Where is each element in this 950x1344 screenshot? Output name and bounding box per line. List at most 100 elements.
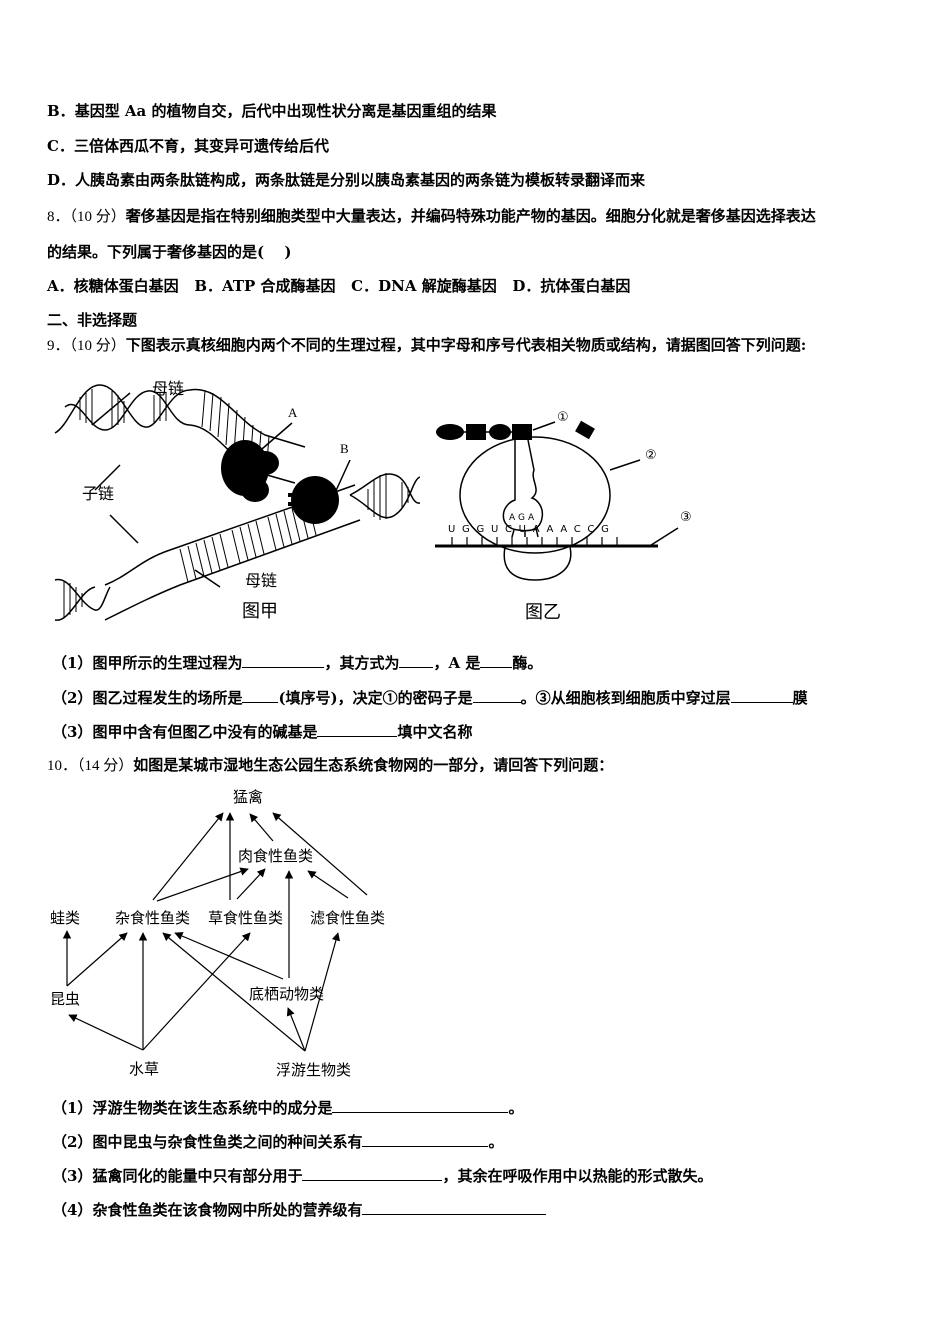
q8-stem-line2: 的结果。下列属于奢侈基因的是( ) — [47, 242, 291, 262]
label-daughter-strand: 子链 — [82, 484, 115, 503]
sub-label: （2） — [52, 1133, 93, 1151]
mrna-base: A — [560, 524, 574, 535]
q7-option-d: D．人胰岛素由两条肽链构成，两条肽链是分别以胰岛素基因的两条链为模板转录翻译而来 — [47, 170, 645, 190]
option-letter: B． — [47, 102, 75, 120]
answer-blank[interactable] — [399, 652, 434, 668]
sub-text: ，其余在呼吸作用中以热能的形式散失。 — [442, 1167, 713, 1185]
enzyme-a-helicase — [221, 440, 279, 502]
figure-jia-dna-replication: 母链 子链 母链 A B 图甲 — [50, 365, 420, 625]
mrna-base: G — [476, 524, 491, 535]
option-text: 基因型 Aa 的植物自交，后代中出现性状分离是基因重组的结果 — [74, 102, 497, 120]
question-score: （14 分） — [77, 758, 134, 774]
answer-blank[interactable] — [242, 687, 279, 703]
q8-options: A．核糖体蛋白基因 B．ATP 合成酶基因 C．DNA 解旋酶基因 D．抗体蛋白… — [47, 276, 630, 296]
sub-text: 猛禽同化的能量中只有部分用于 — [92, 1167, 303, 1185]
node-insect: 昆虫 — [50, 990, 81, 1008]
q8-option-a[interactable]: A．核糖体蛋白基因 — [47, 277, 179, 295]
anticodon-base: A — [509, 513, 518, 523]
option-text: 抗体蛋白基因 — [540, 277, 631, 295]
label-circle-1: ① — [557, 410, 569, 425]
q8-stem-line1: 8．（10 分）奢侈基因是指在特别细胞类型中大量表达，并编码特殊功能产物的基因。… — [47, 206, 816, 227]
answer-blank[interactable] — [472, 687, 521, 703]
option-text: 三倍体西瓜不育，其变异可遗传给后代 — [73, 137, 329, 155]
section-title: 二、非选择题 — [47, 311, 138, 329]
question-stem-cont: 的结果。下列属于奢侈基因的是( ) — [47, 243, 292, 261]
sub-text: 。 — [508, 1099, 524, 1117]
sub-text: 酶。 — [512, 654, 543, 672]
question-stem: 下图表示真核细胞内两个不同的生理过程，其中字母和序号代表相关物质或结构，请据图回… — [125, 336, 807, 354]
answer-blank[interactable] — [730, 687, 793, 703]
q8-option-c[interactable]: C．DNA 解旋酶基因 — [351, 277, 497, 295]
question-stem: 奢侈基因是指在特别细胞类型中大量表达，并编码特殊功能产物的基因。细胞分化就是奢侈… — [125, 207, 816, 225]
mrna-base: C — [504, 524, 519, 535]
answer-blank[interactable] — [317, 721, 398, 737]
sub-text: 填中文名称 — [397, 723, 473, 741]
option-letter: D． — [47, 171, 76, 189]
sub-text: 。③从细胞核到细胞质中穿过层 — [520, 689, 731, 707]
mrna-base: U — [518, 524, 533, 535]
q8-option-b[interactable]: B．ATP 合成酶基因 — [194, 277, 335, 295]
mrna-base: G — [462, 524, 477, 535]
sub-text: 图中昆虫与杂食性鱼类之间的种间关系有 — [92, 1133, 363, 1151]
q10-sub3: （3）猛禽同化的能量中只有部分用于 ，其余在呼吸作用中以热能的形式散失。 — [52, 1165, 712, 1186]
answer-blank[interactable] — [480, 652, 513, 668]
sub-text: (填序号)，决定①的密码子是 — [278, 689, 473, 707]
label-b: B — [340, 441, 349, 456]
anticodon: AGA — [509, 513, 537, 523]
sub-text: ，其方式为 — [324, 654, 400, 672]
sub-text: 图乙过程发生的场所是 — [92, 689, 243, 707]
option-letter: A． — [47, 277, 74, 295]
answer-blank[interactable] — [332, 1097, 509, 1113]
node-plankton: 浮游生物类 — [276, 1061, 352, 1079]
mrna-base: C — [573, 524, 588, 535]
q9-sub3: （3）图甲中含有但图乙中没有的碱基是 填中文名称 — [52, 721, 472, 742]
answer-blank[interactable] — [242, 652, 325, 668]
enzyme-b-polymerase — [288, 476, 339, 524]
option-letter: D． — [512, 277, 541, 295]
label-circle-2: ② — [645, 448, 657, 463]
answer-blank[interactable] — [362, 1199, 547, 1215]
question-stem: 如图是某城市湿地生态公园生态系统食物网的一部分，请回答下列问题： — [133, 756, 614, 774]
sub-text: 图甲所示的生理过程为 — [92, 654, 243, 672]
q7-option-b: B．基因型 Aa 的植物自交，后代中出现性状分离是基因重组的结果 — [47, 101, 497, 121]
sub-text: 浮游生物类在该生态系统中的成分是 — [92, 1099, 333, 1117]
node-raptor: 猛禽 — [233, 788, 264, 806]
mrna-base: U — [490, 524, 505, 535]
question-score: （10 分） — [69, 338, 126, 354]
sub-label: （1） — [52, 1099, 93, 1117]
q10-sub4: （4）杂食性鱼类在该食物网中所处的营养级有 — [52, 1199, 547, 1220]
q10-sub1: （1）浮游生物类在该生态系统中的成分是 。 — [52, 1097, 523, 1118]
anticodon-base: G — [518, 513, 528, 523]
figure-yi-translation: AGA UGGUCUAAACCG ① ② ③ 图乙 — [430, 400, 700, 623]
mrna-sequence: UGGUCUAAACCG — [448, 524, 616, 535]
q8-option-d[interactable]: D．抗体蛋白基因 — [512, 277, 630, 295]
question-number: 10． — [47, 758, 78, 774]
answer-blank[interactable] — [302, 1165, 443, 1181]
node-filter-fish: 滤食性鱼类 — [310, 909, 386, 927]
mrna-base: C — [587, 524, 602, 535]
q9-stem: 9．（10 分）下图表示真核细胞内两个不同的生理过程，其中字母和序号代表相关物质… — [47, 335, 806, 356]
q9-sub1: （1）图甲所示的生理过程为，其方式为，A 是酶。 — [52, 652, 542, 673]
sub-label: （1） — [52, 654, 93, 672]
figure-caption-jia: 图甲 — [242, 601, 278, 622]
anticodon-base: A — [527, 513, 538, 523]
mrna-base: A — [546, 524, 561, 535]
option-text: 核糖体蛋白基因 — [73, 277, 179, 295]
sub-text: 杂食性鱼类在该食物网中所处的营养级有 — [92, 1201, 363, 1219]
node-benthic: 底栖动物类 — [249, 985, 325, 1003]
sub-label: （3） — [52, 723, 93, 741]
option-text: DNA 解旋酶基因 — [378, 277, 497, 295]
figure-food-web: 猛禽 肉食性鱼类 蛙类 杂食性鱼类 草食性鱼类 滤食性鱼类 昆虫 底栖动物类 水… — [45, 783, 405, 1083]
q9-sub2: （2）图乙过程发生的场所是(填序号)，决定①的密码子是。③从细胞核到细胞质中穿过… — [52, 687, 808, 708]
label-circle-3: ③ — [680, 510, 692, 525]
node-waterweed: 水草 — [129, 1060, 160, 1078]
mrna-base: G — [601, 524, 616, 535]
node-omnivore-fish: 杂食性鱼类 — [115, 909, 191, 927]
sub-text: 图甲中含有但图乙中没有的碱基是 — [92, 723, 318, 741]
option-letter: B． — [194, 277, 223, 295]
mrna-base: A — [532, 524, 547, 535]
sub-label: （4） — [52, 1201, 93, 1219]
answer-blank[interactable] — [362, 1131, 489, 1147]
sub-label: （3） — [52, 1167, 93, 1185]
q10-sub2: （2）图中昆虫与杂食性鱼类之间的种间关系有。 — [52, 1131, 503, 1152]
